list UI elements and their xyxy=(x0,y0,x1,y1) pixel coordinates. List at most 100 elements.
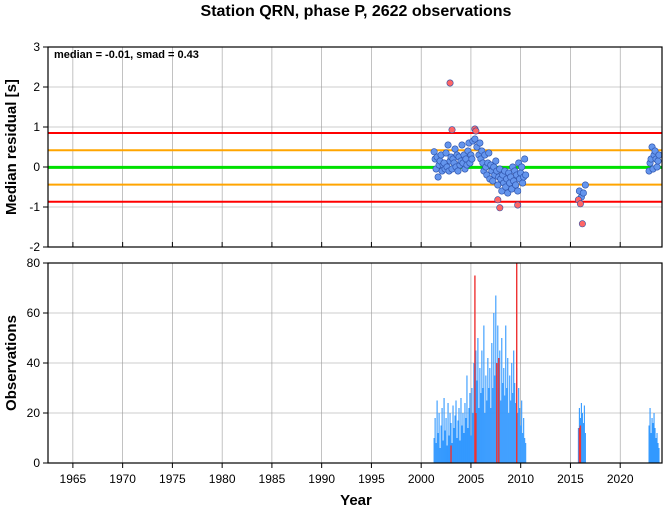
observation-bar xyxy=(582,423,584,463)
observation-bar xyxy=(508,413,510,463)
residual-grid xyxy=(48,46,662,248)
observation-bar xyxy=(506,388,508,463)
x-tick-label: 2015 xyxy=(557,472,584,486)
observation-bar xyxy=(437,433,439,463)
residual-point xyxy=(472,127,480,135)
observation-bar xyxy=(458,408,460,463)
observation-bar xyxy=(455,400,457,463)
observation-bar xyxy=(459,440,461,463)
observation-bar xyxy=(578,428,581,463)
residual-point xyxy=(494,196,502,204)
observation-bar xyxy=(655,438,657,463)
observation-bar xyxy=(509,375,511,463)
residual-point xyxy=(454,167,462,175)
observation-bar xyxy=(478,408,480,463)
observation-bar xyxy=(521,400,523,463)
x-tick-label: 1985 xyxy=(259,472,286,486)
observation-bar xyxy=(467,428,469,463)
residual-point xyxy=(654,157,662,165)
observation-bar xyxy=(524,438,526,463)
residual-point xyxy=(655,151,663,159)
observation-bar xyxy=(651,418,653,463)
observation-bar xyxy=(503,368,505,463)
observation-bar xyxy=(485,375,487,463)
observations-y-axis-label: Observations xyxy=(3,315,20,411)
observation-bar xyxy=(475,413,477,463)
observation-bar xyxy=(488,388,490,463)
observation-bar xyxy=(476,380,478,463)
observation-bar xyxy=(443,398,445,463)
observation-bar xyxy=(465,418,467,463)
observation-bar xyxy=(448,435,450,463)
observation-bar xyxy=(525,443,527,463)
observation-bar xyxy=(523,418,525,463)
observation-bar xyxy=(460,398,462,463)
residual-point xyxy=(576,200,584,208)
observation-bar xyxy=(577,428,579,463)
observation-bar xyxy=(475,350,477,463)
observation-bar xyxy=(464,403,466,463)
observation-bar xyxy=(446,445,448,463)
observation-bar xyxy=(497,325,499,463)
observation-bar xyxy=(504,395,506,463)
observation-bar xyxy=(440,425,442,463)
observation-bar xyxy=(480,393,482,463)
observation-bar xyxy=(580,403,582,463)
observation-bar xyxy=(471,388,473,463)
observation-bar xyxy=(491,343,493,463)
residual-point xyxy=(446,79,454,87)
observation-bar xyxy=(654,428,656,463)
observation-bar xyxy=(496,363,498,463)
observation-bar xyxy=(501,338,503,463)
residual-point xyxy=(468,155,476,163)
residual-point xyxy=(514,201,522,209)
observation-bar xyxy=(474,275,476,463)
x-tick-label: 2005 xyxy=(458,472,485,486)
residual-point xyxy=(471,135,479,143)
x-axis-label: Year xyxy=(340,492,372,509)
observation-bar xyxy=(519,408,521,463)
observation-bar xyxy=(466,375,468,463)
observation-bar xyxy=(498,358,500,463)
observation-bar xyxy=(469,393,471,463)
observation-bar xyxy=(482,388,484,463)
observation-bar xyxy=(516,263,518,463)
observation-bar xyxy=(468,408,470,463)
residual-point xyxy=(579,189,587,197)
observation-bar xyxy=(461,425,463,463)
observation-bar xyxy=(513,350,515,463)
observation-bar xyxy=(584,433,586,463)
y-tick-label: 3 xyxy=(33,40,40,54)
residual-point xyxy=(581,181,589,189)
observation-bar xyxy=(512,393,514,463)
observation-bar xyxy=(579,425,582,463)
observation-bar xyxy=(472,413,474,463)
observation-bar xyxy=(450,423,452,463)
x-tick-label: 1965 xyxy=(60,472,87,486)
residual-frame xyxy=(47,46,663,248)
observation-bar xyxy=(441,408,443,463)
observation-bar xyxy=(436,400,438,463)
observation-bar xyxy=(511,363,513,463)
observation-bar xyxy=(515,403,517,463)
observation-bar xyxy=(581,413,583,463)
y-tick-label: -2 xyxy=(29,240,40,254)
observation-bar xyxy=(484,413,486,463)
observation-bar xyxy=(658,448,660,463)
observation-bar xyxy=(499,350,501,463)
observation-bar xyxy=(463,433,465,463)
observation-bar xyxy=(462,413,464,463)
observation-bar xyxy=(434,418,436,463)
residual-point xyxy=(522,171,530,179)
observation-bar xyxy=(454,415,456,463)
observation-bar xyxy=(479,368,481,463)
observation-bar xyxy=(433,438,435,463)
observation-bar xyxy=(447,403,449,463)
observation-bar xyxy=(502,383,504,463)
residual-point xyxy=(442,149,450,157)
y-tick-label: 80 xyxy=(27,256,41,270)
residual-point xyxy=(434,173,442,181)
